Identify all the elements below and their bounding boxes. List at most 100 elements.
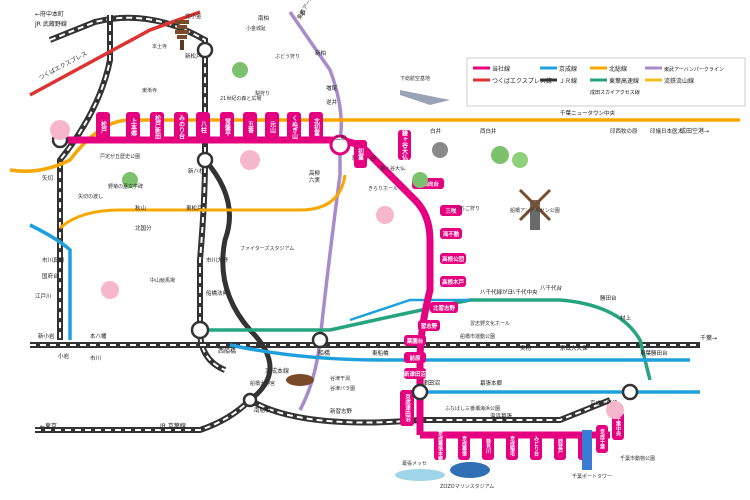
station-marker[interactable] [530, 432, 542, 460]
station-label: くぬぎ山 [291, 115, 298, 140]
station-label: 柏 [300, 9, 306, 17]
station-label: 国府台 [42, 272, 59, 280]
station-label: 高根公団 [442, 255, 465, 263]
station-marker[interactable] [174, 112, 188, 142]
legend: 当社線 つくばエクスプレス線 京成線 ＪＲ線 北総線 成田スカイアクセス線 東葉… [466, 57, 746, 107]
poi-label: 千葉ポートタワー [572, 473, 612, 480]
station-marker[interactable] [404, 368, 426, 379]
shinkeisei-stations: 松戸 上本郷 松戸新田 みのり台 八柱 常盤平 五香 元山 くぬぎ山 北初富 新… [96, 112, 466, 426]
legend-label-shinkeisei: 当社線 [492, 65, 510, 73]
station-marker[interactable] [398, 130, 411, 160]
legend-label-skyaccess: 成田スカイアクセス線 [590, 89, 640, 96]
landmarks [50, 20, 624, 481]
great-buddha-icon [432, 142, 448, 158]
station-label: 高柳 [309, 169, 321, 177]
station-marker[interactable] [265, 112, 279, 142]
station-marker[interactable] [287, 112, 301, 142]
station-label: 増尾 [326, 84, 338, 92]
station-marker[interactable] [418, 320, 440, 331]
poi-label: いちご狩り [455, 205, 480, 212]
station-label: 八柱 [200, 121, 208, 134]
legend-label-jr: ＪＲ線 [559, 77, 577, 85]
keisei-chiba-line-label: 京成千葉線 [590, 399, 618, 407]
stadium-icon [450, 462, 490, 478]
hub-chiba[interactable] [621, 383, 639, 401]
station-marker[interactable] [440, 253, 466, 264]
station-label: 本八幡 [90, 332, 107, 340]
station-marker[interactable] [440, 228, 462, 239]
tree-icon [412, 172, 428, 188]
tobu-line: 東武アーバンパークライン [288, 0, 343, 411]
poi-labels: 小金城趾 本土寺 東漸寺 21世紀の森と広場 戸定が丘歴史公園 矢切の渡し 野菊… [78, 25, 655, 490]
horse-icon [286, 374, 314, 386]
station-marker[interactable] [196, 112, 210, 142]
hub-minami-funabashi[interactable] [242, 392, 258, 408]
keisei-main-label: 京成本線 [265, 367, 289, 375]
tree-icon [512, 152, 528, 168]
station-marker[interactable] [440, 205, 462, 216]
station-label: 前原 [409, 354, 421, 362]
hub-shin-yahashira[interactable] [196, 151, 214, 169]
station-marker[interactable] [434, 432, 446, 460]
to-chiba-label: 千葉→ [700, 334, 717, 342]
station-label: 北小金 [185, 12, 202, 20]
poi-label: 船橋大神宮 [250, 380, 275, 387]
station-marker[interactable] [309, 112, 323, 142]
station-marker[interactable] [404, 352, 426, 363]
legend-label-toyo: 東葉高速線 [609, 77, 639, 85]
station-label: 村上 [620, 314, 632, 322]
station-label: 船橋 [318, 349, 330, 357]
station-marker[interactable] [482, 432, 494, 460]
station-marker[interactable] [404, 335, 426, 346]
station-marker[interactable] [243, 112, 257, 142]
station-label: 千葉ニュータウン中央 [560, 109, 616, 117]
station-marker[interactable] [220, 112, 234, 142]
station-label: 北国分 [135, 224, 152, 232]
poi-label: 谷津干潟 [330, 375, 350, 382]
hub-tsudanuma[interactable] [411, 383, 429, 401]
station-label: 西登戸 [557, 438, 564, 455]
station-label: 常盤平 [224, 117, 232, 137]
station-label: 京成大久保 [560, 344, 588, 352]
poi-label: ぶどう狩り [275, 53, 300, 60]
station-label: 南柏 [258, 14, 269, 22]
station-marker[interactable] [400, 390, 414, 426]
station-label: 西白井 [480, 127, 497, 135]
station-label: 東船橋 [372, 349, 389, 357]
poi-label: 習志野文化ホール [470, 320, 510, 327]
station-marker[interactable] [150, 112, 164, 142]
station-marker[interactable] [506, 432, 518, 460]
station-marker[interactable] [440, 276, 466, 287]
station-label: 勝田台 [600, 294, 617, 302]
tower-icon [582, 430, 592, 470]
station-label: 京成稲毛 [509, 435, 515, 457]
station-marker[interactable] [430, 302, 458, 313]
station-marker[interactable] [126, 112, 140, 142]
tree-icon [122, 172, 138, 188]
station-marker[interactable] [554, 432, 566, 460]
poi-label: 戸定が丘歴史公園 [100, 153, 140, 160]
station-label: 海浜幕張 [490, 412, 513, 420]
station-label: 北初富 [313, 117, 320, 137]
poi-label: 梨狩り [255, 90, 270, 97]
station-label: 市川真間 [42, 256, 65, 264]
station-label: 二和 [335, 134, 346, 142]
station-marker[interactable] [96, 112, 110, 142]
hub-shin-matsudo[interactable] [196, 41, 214, 59]
pagoda-icon [175, 20, 189, 50]
hub-funabashi[interactable] [311, 331, 329, 349]
station-marker[interactable] [596, 425, 608, 453]
station-label: 上本郷 [130, 117, 137, 137]
line-name-labels: ←府中本町 JR 武蔵野線 ←東京 JR 京葉線 千葉→ 京成千葉線 [34, 10, 717, 430]
station-label: 滝不動 [443, 230, 460, 238]
poi-label: ZOZOマリンスタジアム [440, 483, 494, 490]
station-label: 千葉中央 [615, 415, 622, 437]
station-label: 新柏 [315, 49, 326, 57]
to-tokyo-label: ←東京 [40, 422, 57, 430]
hub-nishi-funabashi[interactable] [190, 320, 210, 340]
station-label: 高根木戸 [442, 278, 465, 286]
station-hub-marker[interactable] [329, 134, 351, 156]
station-marker[interactable] [354, 140, 367, 168]
poi-label: 東漸寺 [142, 87, 157, 94]
station-marker[interactable] [458, 432, 470, 460]
